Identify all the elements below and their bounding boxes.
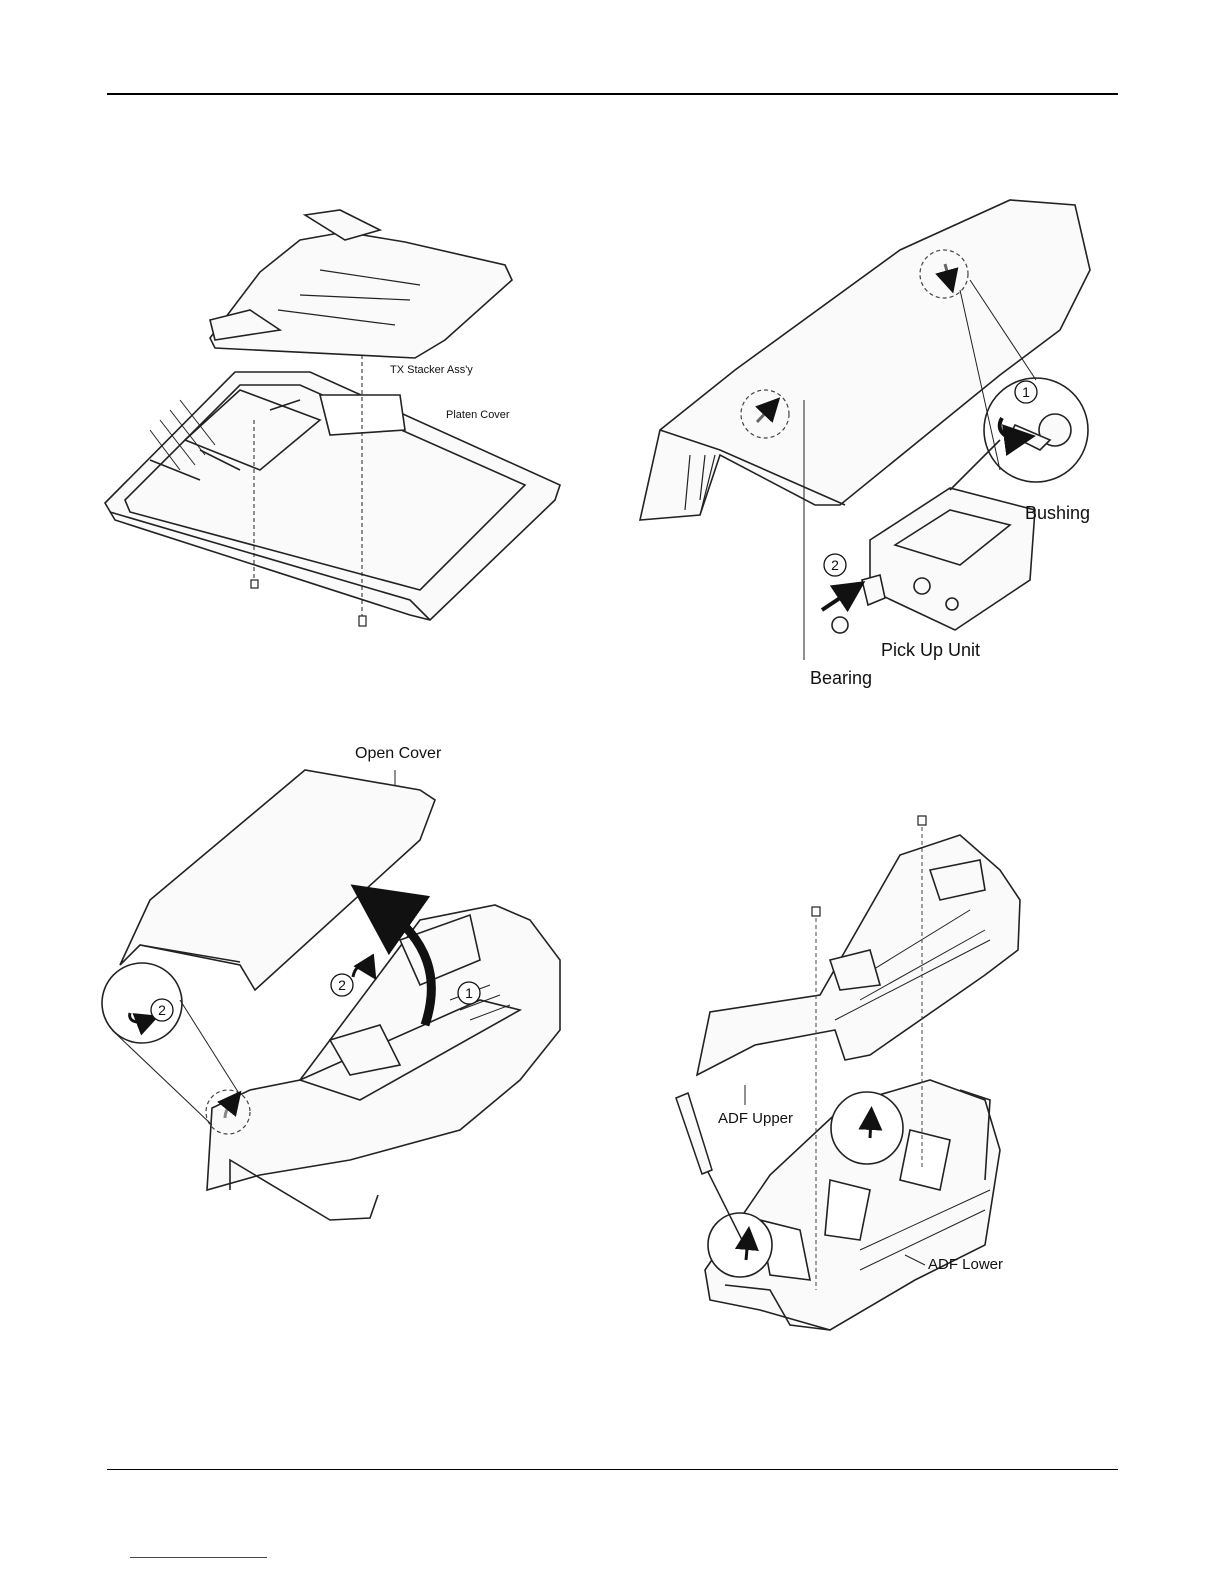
svg-text:2: 2 bbox=[158, 1002, 166, 1018]
step-marker-1: 1 bbox=[458, 982, 480, 1004]
bearing-label: Bearing bbox=[810, 668, 872, 688]
footer-rule bbox=[107, 1469, 1118, 1470]
svg-text:1: 1 bbox=[465, 985, 473, 1001]
step-marker-2: 2 bbox=[331, 974, 353, 996]
pick-up-unit-label: Pick Up Unit bbox=[881, 640, 980, 660]
tx-stacker-label: TX Stacker Ass'y bbox=[390, 364, 473, 376]
footer-link-underline[interactable] bbox=[130, 1557, 267, 1558]
platen-cover-label: Platen Cover bbox=[446, 409, 510, 421]
svg-text:1: 1 bbox=[1022, 384, 1030, 400]
step-marker-2: 2 bbox=[151, 999, 173, 1021]
detail-circle bbox=[831, 1092, 903, 1164]
tx-stacker-drawing bbox=[210, 210, 512, 358]
adf-upper-label: ADF Upper bbox=[718, 1110, 793, 1127]
svg-text:2: 2 bbox=[338, 977, 346, 993]
bushing-label: Bushing bbox=[1025, 503, 1090, 523]
step-marker-1: 1 bbox=[1015, 381, 1037, 403]
step-marker-2: 2 bbox=[824, 554, 846, 576]
detail-circle bbox=[708, 1213, 772, 1277]
adf-upper-drawing bbox=[697, 835, 1020, 1075]
open-cover-label: Open Cover bbox=[355, 745, 442, 762]
adf-lower-label: ADF Lower bbox=[928, 1256, 1003, 1273]
svg-text:2: 2 bbox=[831, 557, 839, 573]
